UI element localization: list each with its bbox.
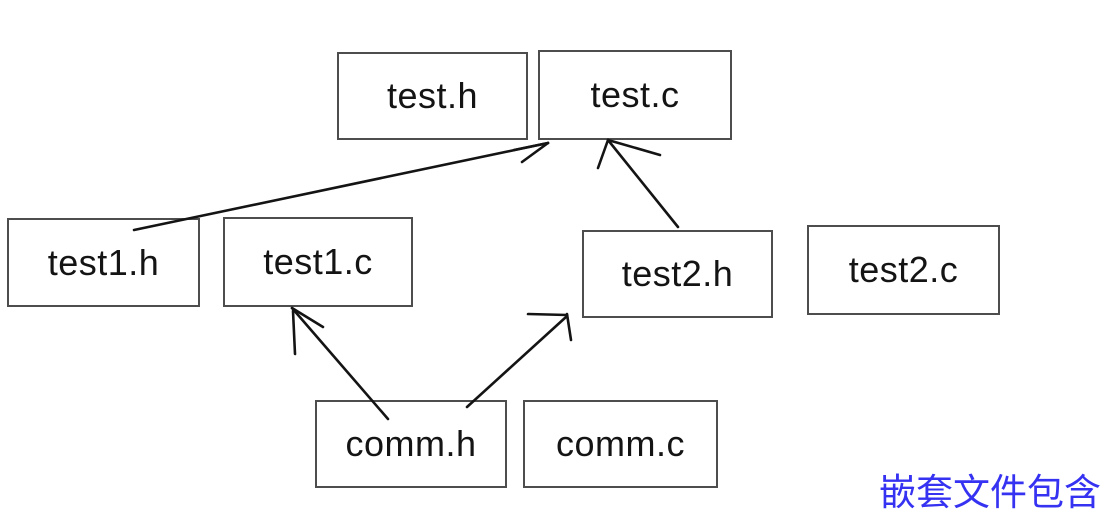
file-box-test-c: test.c: [538, 50, 732, 140]
file-box-label-test2-c: test2.c: [848, 249, 959, 290]
arrow-commh-to-test2-h: [465, 312, 573, 409]
file-box-test2-c: test2.c: [807, 225, 1000, 315]
file-box-test1-h: test1.h: [7, 218, 200, 307]
file-box-test-h: test.h: [337, 52, 528, 140]
file-box-label-comm-h: comm.h: [345, 423, 477, 464]
file-box-comm-h: comm.h: [315, 400, 507, 488]
file-box-label-test2-h: test2.h: [621, 253, 734, 294]
diagram-caption: 嵌套文件包含: [879, 471, 1101, 514]
file-box-test1-c: test1.c: [223, 217, 413, 307]
file-box-label-test1-h: test1.h: [47, 241, 160, 283]
file-box-comm-c: comm.c: [523, 400, 718, 488]
arrow-test2h-to-test-c: [596, 138, 680, 229]
file-box-label-test-c: test.c: [590, 74, 680, 115]
file-box-label-test-h: test.h: [386, 75, 479, 116]
file-box-test2-h: test2.h: [582, 230, 773, 318]
file-box-label-comm-c: comm.c: [556, 423, 685, 464]
file-box-label-test1-c: test1.c: [263, 241, 373, 282]
